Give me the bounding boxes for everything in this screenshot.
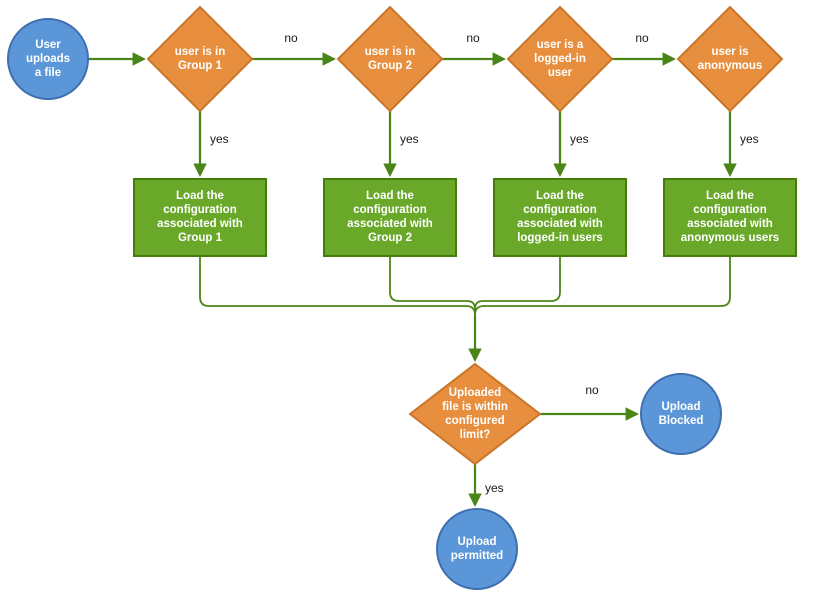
node-check-group2 [336, 5, 444, 113]
nodes [7, 5, 797, 590]
node-load-group2 [323, 178, 457, 257]
edge-load2-merge [389, 256, 476, 338]
edge-load3-merge [474, 256, 561, 338]
node-upload-blocked [640, 373, 722, 455]
edge-load1-merge [199, 256, 476, 338]
node-check-limit [408, 362, 542, 466]
node-start [7, 18, 89, 100]
node-load-group1 [133, 178, 267, 257]
node-check-anonymous [676, 5, 784, 113]
node-upload-permitted [436, 508, 518, 590]
node-check-logged-in [506, 5, 614, 113]
node-load-anonymous [663, 178, 797, 257]
node-check-group1 [146, 5, 254, 113]
edge-load4-merge [474, 256, 731, 338]
node-load-logged-in [493, 178, 627, 257]
edges [88, 52, 737, 508]
